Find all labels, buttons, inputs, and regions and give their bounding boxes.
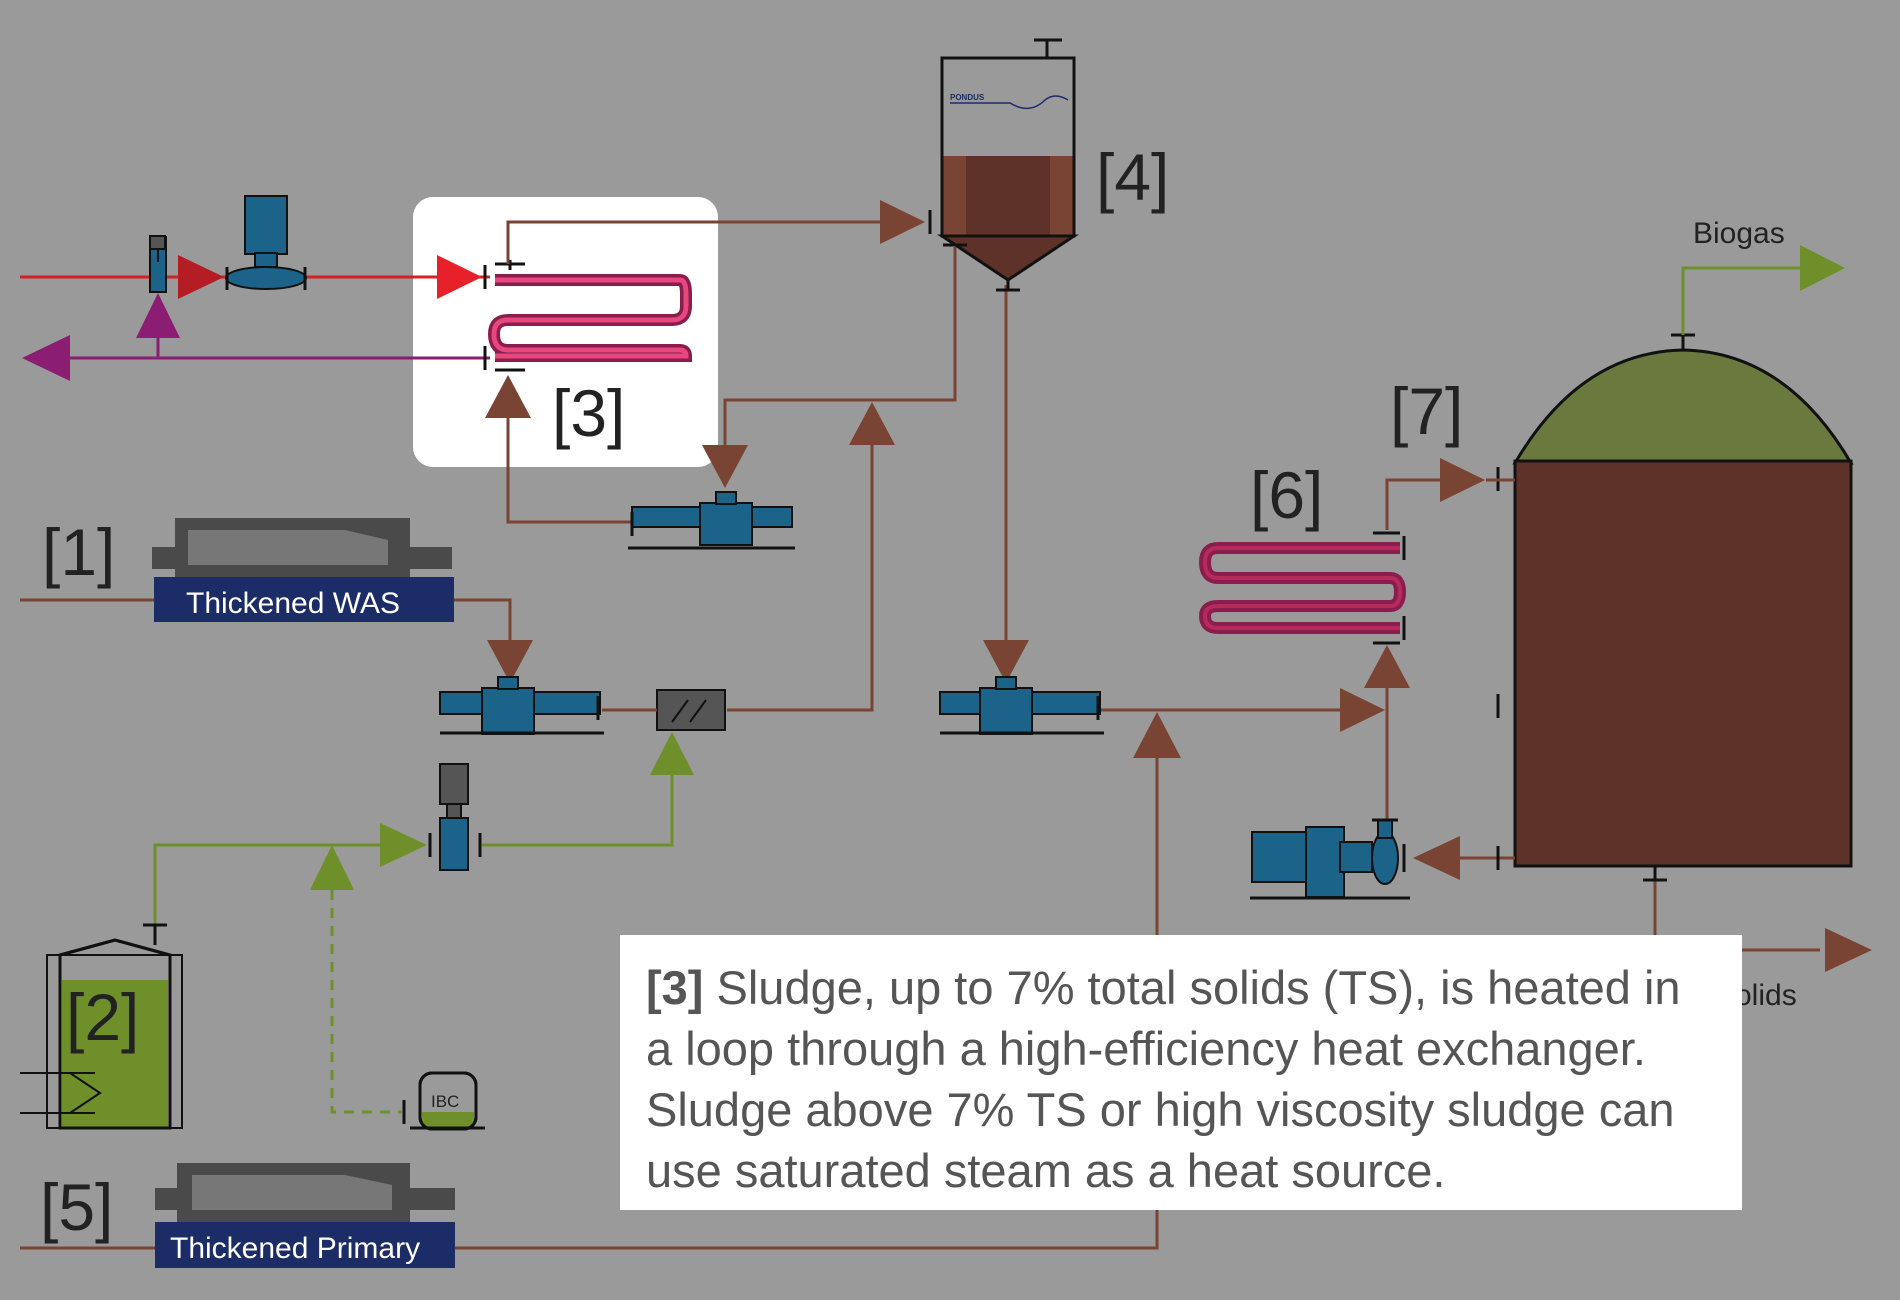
info-text: [3] Sludge, up to 7% total solids (TS), … — [646, 957, 1718, 1201]
step4-label: [4] — [1096, 140, 1169, 214]
digester-feed-pump — [939, 676, 1104, 735]
step7-label: [7] — [1390, 374, 1463, 448]
hot-water-return-line — [22, 293, 490, 381]
heat-exchanger-step3 — [487, 260, 693, 372]
polymer-lines — [153, 775, 674, 1114]
step3-label: [3] — [552, 376, 625, 450]
step1-label: [1] — [42, 515, 115, 589]
circulation-pump — [225, 195, 307, 290]
tank-logo: PONDUS — [950, 93, 985, 102]
actuator-box — [149, 235, 166, 250]
solids-label: olids — [1735, 979, 1797, 1012]
anaerobic-digester — [1486, 333, 1854, 882]
thickened-was-label: Thickened WAS — [186, 587, 400, 620]
recirculation-pump — [628, 491, 795, 550]
thickened-primary-label: Thickened Primary — [170, 1232, 420, 1265]
heat-exchanger-step6 — [1198, 531, 1407, 645]
sludge-flow-arrows — [485, 200, 1872, 972]
step2-label: [2] — [66, 980, 139, 1054]
biogas-line — [1681, 245, 1845, 335]
step6-label: [6] — [1250, 458, 1323, 532]
step5-label: [5] — [40, 1170, 113, 1244]
buffer-tank-step4: PONDUS — [928, 38, 1079, 292]
ibc-label: IBC — [431, 1092, 459, 1111]
polymer-arrows — [310, 732, 694, 890]
inline-mixer — [602, 689, 726, 731]
info-tag: [3] — [646, 961, 704, 1014]
info-body: Sludge, up to 7% total solids (TS), is h… — [646, 961, 1681, 1197]
info-callout: [3] Sludge, up to 7% total solids (TS), … — [620, 935, 1742, 1210]
was-feed-pump — [439, 676, 604, 735]
polymer-tank-step2 — [20, 923, 183, 1130]
polymer-dosing-pump — [428, 763, 482, 871]
dewatering-unit-step5 — [155, 1163, 455, 1268]
digester-circulation-pump — [1250, 818, 1410, 900]
dewatering-unit-step1 — [152, 518, 454, 622]
highlight-box-step3 — [413, 197, 718, 467]
ibc-container: IBC — [402, 1071, 485, 1131]
biogas-label: Biogas — [1693, 217, 1785, 250]
